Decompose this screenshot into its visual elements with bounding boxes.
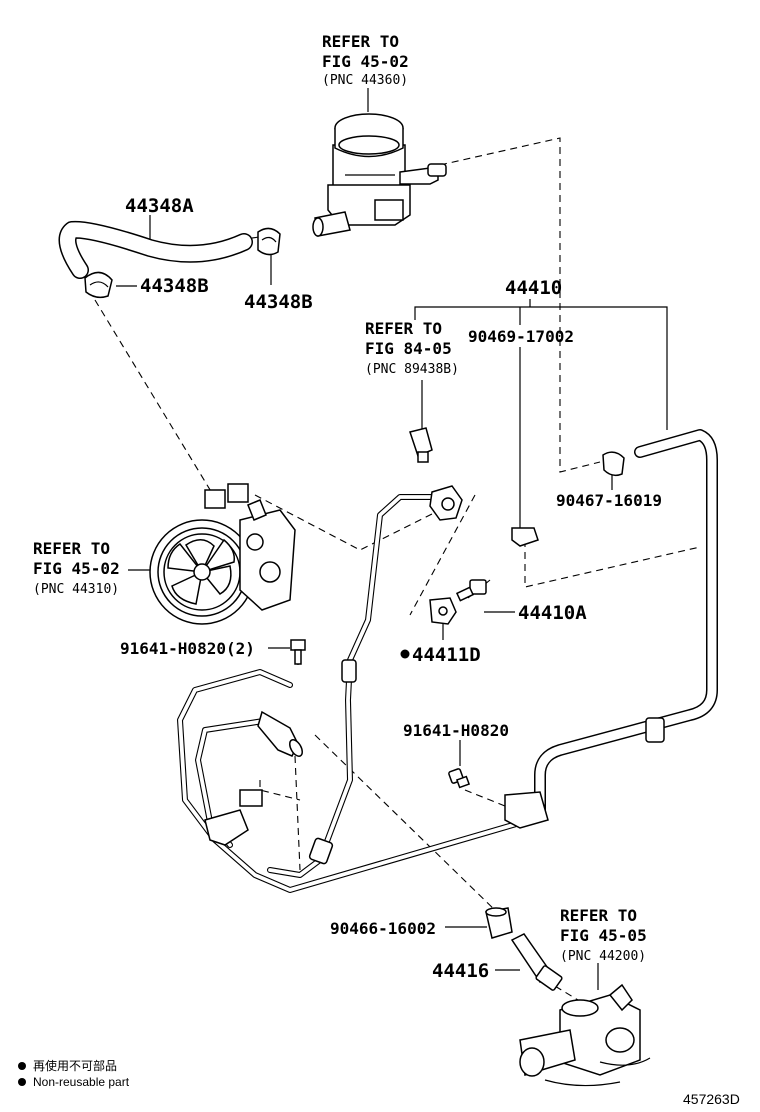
reservoir-ref-line3: (PNC 44360) [322,73,408,88]
clamp-44348B-left [84,271,113,299]
tube-end-fitting [257,710,303,757]
clamp-90467-16019 [602,451,625,477]
bolt-91641-H0820-pump [290,639,306,665]
reservoir-reference-label: REFER TO FIG 45-02 (PNC 44360) [322,32,409,88]
return-hose [534,429,718,821]
reservoir-ref-line1: REFER TO [322,32,399,51]
bolt-91641-H0820-bracket [448,768,471,789]
pump-ref-line2: FIG 45-02 [33,559,120,578]
legend-bullet-2 [18,1078,26,1086]
clamp-44348B-center [257,227,281,256]
label-90469-17002: 90469-17002 [468,327,574,346]
label-44348B-center: 44348B [244,291,313,313]
label-44348B-left: 44348B [140,275,209,297]
reservoir-tank [312,113,447,237]
label-91641-H0820: 91641-H0820 [403,721,509,740]
label-91641-H0820-x2: 91641-H0820(2) [120,639,255,658]
reservoir-ref-line2: FIG 45-02 [322,52,409,71]
diagram-code: 457263D [683,1091,740,1107]
pump-reference-label: REFER TO FIG 45-02 (PNC 44310) [33,539,120,597]
clip-90469-17002 [511,527,539,547]
pump-ref-line3: (PNC 44310) [33,582,119,597]
label-44348A: 44348A [125,195,194,217]
legend: 再使用不可部品 Non-reusable part [18,1058,130,1089]
union-44416 [510,933,563,991]
label-44410: 44410 [505,277,562,299]
pump-ref-line1: REFER TO [33,539,110,558]
label-90467-16019: 90467-16019 [556,491,662,510]
sensor-ref-line3: (PNC 89438B) [365,362,459,377]
legend-line-2: Non-reusable part [33,1075,130,1089]
gear-ref-line2: FIG 45-05 [560,926,647,945]
label-44411D: 44411D [412,644,481,666]
clamp-44411D [429,597,457,625]
label-90466-16002: 90466-16002 [330,919,436,938]
non-reusable-marker [400,649,410,659]
power-steering-pump [149,483,296,625]
label-44410A: 44410A [518,602,587,624]
sensor-ref-line2: FIG 84-05 [365,339,452,358]
return-tube-lower [177,669,549,893]
gear-ref-line3: (PNC 44200) [560,949,646,964]
pressure-tube-assembly [267,494,443,878]
sensor-reference-label: REFER TO FIG 84-05 (PNC 89438B) [365,319,459,377]
sensor-union-fitting [429,485,463,521]
label-44416: 44416 [432,960,489,982]
sensor-ref-line1: REFER TO [365,319,442,338]
steering-gear [519,983,651,1087]
legend-bullet-1 [18,1062,26,1070]
legend-line-1: 再使用不可部品 [33,1058,117,1073]
gear-reference-label: REFER TO FIG 45-05 (PNC 44200) [560,906,647,964]
gear-ref-line1: REFER TO [560,906,637,925]
hose-44348A [58,220,253,279]
pressure-sensor [409,427,433,463]
grommet-90466-16002 [485,907,513,939]
bolt-44410A [455,579,487,602]
